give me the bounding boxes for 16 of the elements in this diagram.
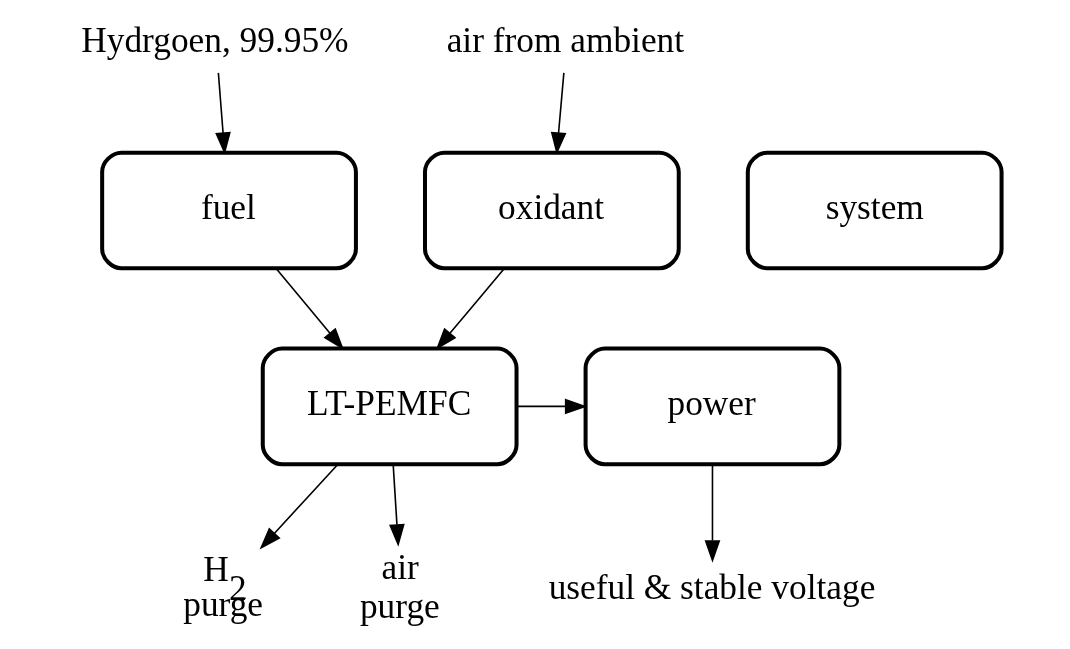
node-text: air purge — [359, 548, 440, 626]
arrow — [704, 463, 721, 563]
arrow — [275, 267, 344, 350]
arrow — [550, 72, 567, 155]
arrow — [435, 267, 506, 350]
node-box: fuel — [100, 150, 358, 271]
node-box: power — [583, 346, 842, 467]
arrow — [389, 463, 405, 547]
arrow — [259, 463, 339, 550]
node-text: useful & stable voltage — [548, 567, 876, 607]
node-text: air from ambient — [446, 21, 685, 61]
node-box: oxidant — [422, 150, 681, 271]
node-text: Hydrgoen, 99.95% — [81, 21, 349, 61]
node-box: system — [745, 150, 1004, 271]
node-box: LT-PEMFC — [260, 346, 519, 467]
arrow — [215, 72, 231, 155]
